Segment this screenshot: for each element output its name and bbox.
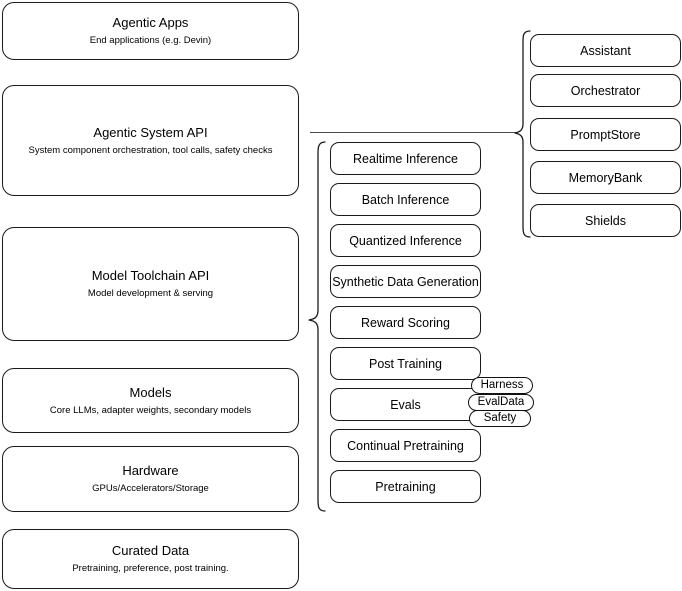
layer-title: Hardware	[122, 463, 179, 478]
layer-title: Curated Data	[111, 543, 190, 558]
capability-box-batch-inference[interactable]: Batch Inference	[330, 183, 481, 216]
component-box-promptstore[interactable]: PromptStore	[530, 118, 681, 151]
layer-title: Agentic Apps	[112, 15, 189, 30]
capability-box-realtime-inference[interactable]: Realtime Inference	[330, 142, 481, 175]
evals-tag-evaldata[interactable]: EvalData	[468, 394, 534, 411]
component-label: PromptStore	[570, 127, 641, 142]
layer-subtitle: Core LLMs, adapter weights, secondary mo…	[49, 404, 252, 416]
layer-title: Models	[129, 384, 172, 400]
capability-box-pretraining[interactable]: Pretraining	[330, 470, 481, 503]
capability-label: Reward Scoring	[361, 315, 450, 330]
capability-label: Batch Inference	[361, 192, 450, 207]
capability-box-synthetic-data-generation[interactable]: Synthetic Data Generation	[330, 265, 481, 298]
component-box-assistant[interactable]: Assistant	[530, 34, 681, 67]
component-label: Assistant	[580, 43, 631, 58]
brace-agentic-components	[514, 30, 531, 238]
capability-label: Post Training	[369, 356, 442, 371]
layer-subtitle: System component orchestration, tool cal…	[28, 144, 273, 156]
capability-label: Continual Pretraining	[347, 438, 464, 453]
brace-model-toolchain	[308, 141, 326, 512]
evals-tag-label: EvalData	[477, 395, 525, 408]
evals-tag-harness[interactable]: Harness	[471, 377, 533, 394]
layer-title: Agentic System API	[93, 124, 208, 140]
layer-box-hardware[interactable]: Hardware GPUs/Accelerators/Storage	[2, 446, 299, 512]
layer-box-models[interactable]: Models Core LLMs, adapter weights, secon…	[2, 368, 299, 433]
component-box-shields[interactable]: Shields	[530, 204, 681, 237]
component-label: MemoryBank	[568, 170, 643, 185]
capability-label: Pretraining	[375, 479, 436, 494]
connector-line-agentic-system-api	[310, 132, 517, 134]
evals-tag-safety[interactable]: Safety	[469, 410, 531, 427]
layer-title: Model Toolchain API	[91, 268, 210, 283]
layer-subtitle: GPUs/Accelerators/Storage	[92, 483, 209, 494]
capability-label: Evals	[390, 397, 421, 412]
layer-box-agentic-system-api[interactable]: Agentic System API System component orch…	[2, 85, 299, 196]
layer-subtitle: Pretraining, preference, post training.	[72, 563, 229, 574]
capability-box-post-training[interactable]: Post Training	[330, 347, 481, 380]
layer-box-curated-data[interactable]: Curated Data Pretraining, preference, po…	[2, 529, 299, 589]
capability-box-continual-pretraining[interactable]: Continual Pretraining	[330, 429, 481, 462]
capability-box-quantized-inference[interactable]: Quantized Inference	[330, 224, 481, 257]
component-box-orchestrator[interactable]: Orchestrator	[530, 74, 681, 107]
layer-subtitle: End applications (e.g. Devin)	[89, 35, 212, 46]
capability-label: Quantized Inference	[349, 233, 462, 248]
component-box-memorybank[interactable]: MemoryBank	[530, 161, 681, 194]
capability-label: Synthetic Data Generation	[332, 274, 479, 289]
layer-subtitle: Model development & serving	[87, 288, 214, 299]
capability-box-reward-scoring[interactable]: Reward Scoring	[330, 306, 481, 339]
evals-tag-label: Harness	[480, 378, 524, 391]
capability-box-evals[interactable]: Evals	[330, 388, 481, 421]
evals-tag-label: Safety	[483, 411, 517, 424]
component-label: Shields	[585, 213, 626, 228]
capability-label: Realtime Inference	[353, 151, 458, 166]
layer-box-model-toolchain-api[interactable]: Model Toolchain API Model development & …	[2, 227, 299, 341]
layer-box-agentic-apps[interactable]: Agentic Apps End applications (e.g. Devi…	[2, 2, 299, 60]
component-label: Orchestrator	[570, 83, 641, 98]
